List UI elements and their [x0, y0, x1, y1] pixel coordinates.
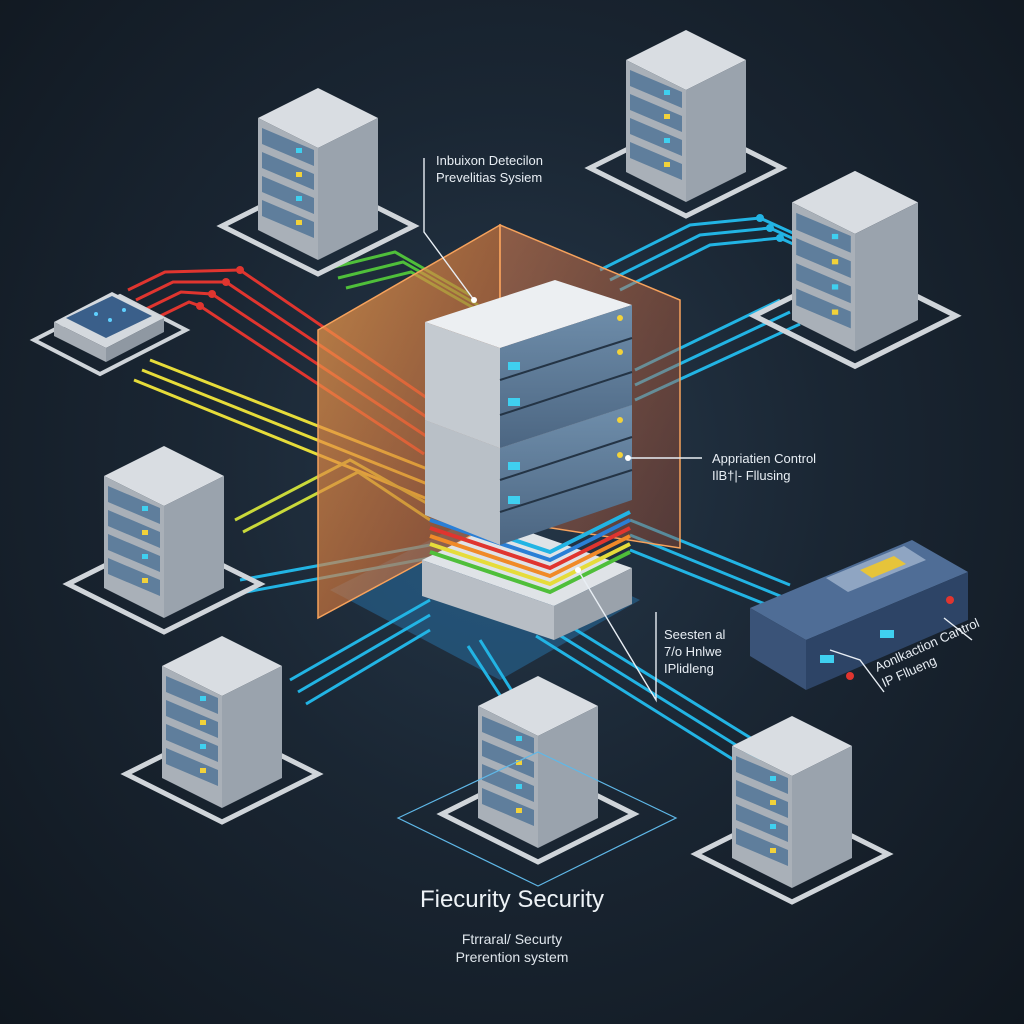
selection-outline [396, 751, 678, 887]
label-line: 7/o Hnlwe [664, 644, 722, 659]
server-bottom-left [120, 636, 324, 825]
appliance-right [750, 540, 968, 690]
core-firewall-stack [422, 280, 633, 640]
callout-lines [423, 158, 973, 703]
caption-sub-line: Prerention system [455, 949, 569, 965]
server-bottom-right [690, 716, 894, 905]
server-bottom-center [436, 676, 640, 865]
link-cyan-nodes [756, 214, 784, 242]
server-left-middle [62, 446, 266, 635]
label-line: Seesten al [664, 627, 726, 642]
router-left [29, 292, 191, 377]
core-base-right [554, 568, 632, 640]
rainbow-layers [429, 510, 631, 595]
core-upper-top [425, 280, 632, 348]
label-line: Prevelitias Sysiem [436, 170, 543, 185]
label-line: IPlidleng [664, 661, 714, 676]
core-upper-left [425, 322, 500, 448]
core-lower-left [425, 420, 500, 545]
link-red-nodes [196, 266, 244, 310]
satellite-servers [62, 30, 962, 905]
label-line: IlB†|- Fllusing [712, 468, 791, 483]
diagram-caption-title: Fiecurity Security [419, 886, 605, 913]
label-line: Appriatien Control [712, 451, 817, 466]
label-intrusion-detection: Inbuixon Detecilon Prevelitias Sysiem [436, 152, 543, 186]
label-application-control-center: Appriatien Control IlB†|- Fllusing [712, 450, 816, 484]
core-base-left [422, 560, 554, 640]
label-line: Inbuixon Detecilon [436, 153, 543, 168]
server-top-left [216, 88, 420, 277]
server-top-right [584, 30, 788, 219]
server-right-upper [748, 170, 962, 370]
diagram-caption-subtitle: Ftrraral/ Securty Prerention system [0, 930, 1024, 966]
core-lower-face [500, 405, 632, 545]
caption-sub-line: Ftrraral/ Securty [461, 931, 563, 947]
core-upper-face [500, 305, 632, 448]
label-session-filtering: Seesten al 7/o Hnlwe IPlidleng [664, 626, 725, 677]
